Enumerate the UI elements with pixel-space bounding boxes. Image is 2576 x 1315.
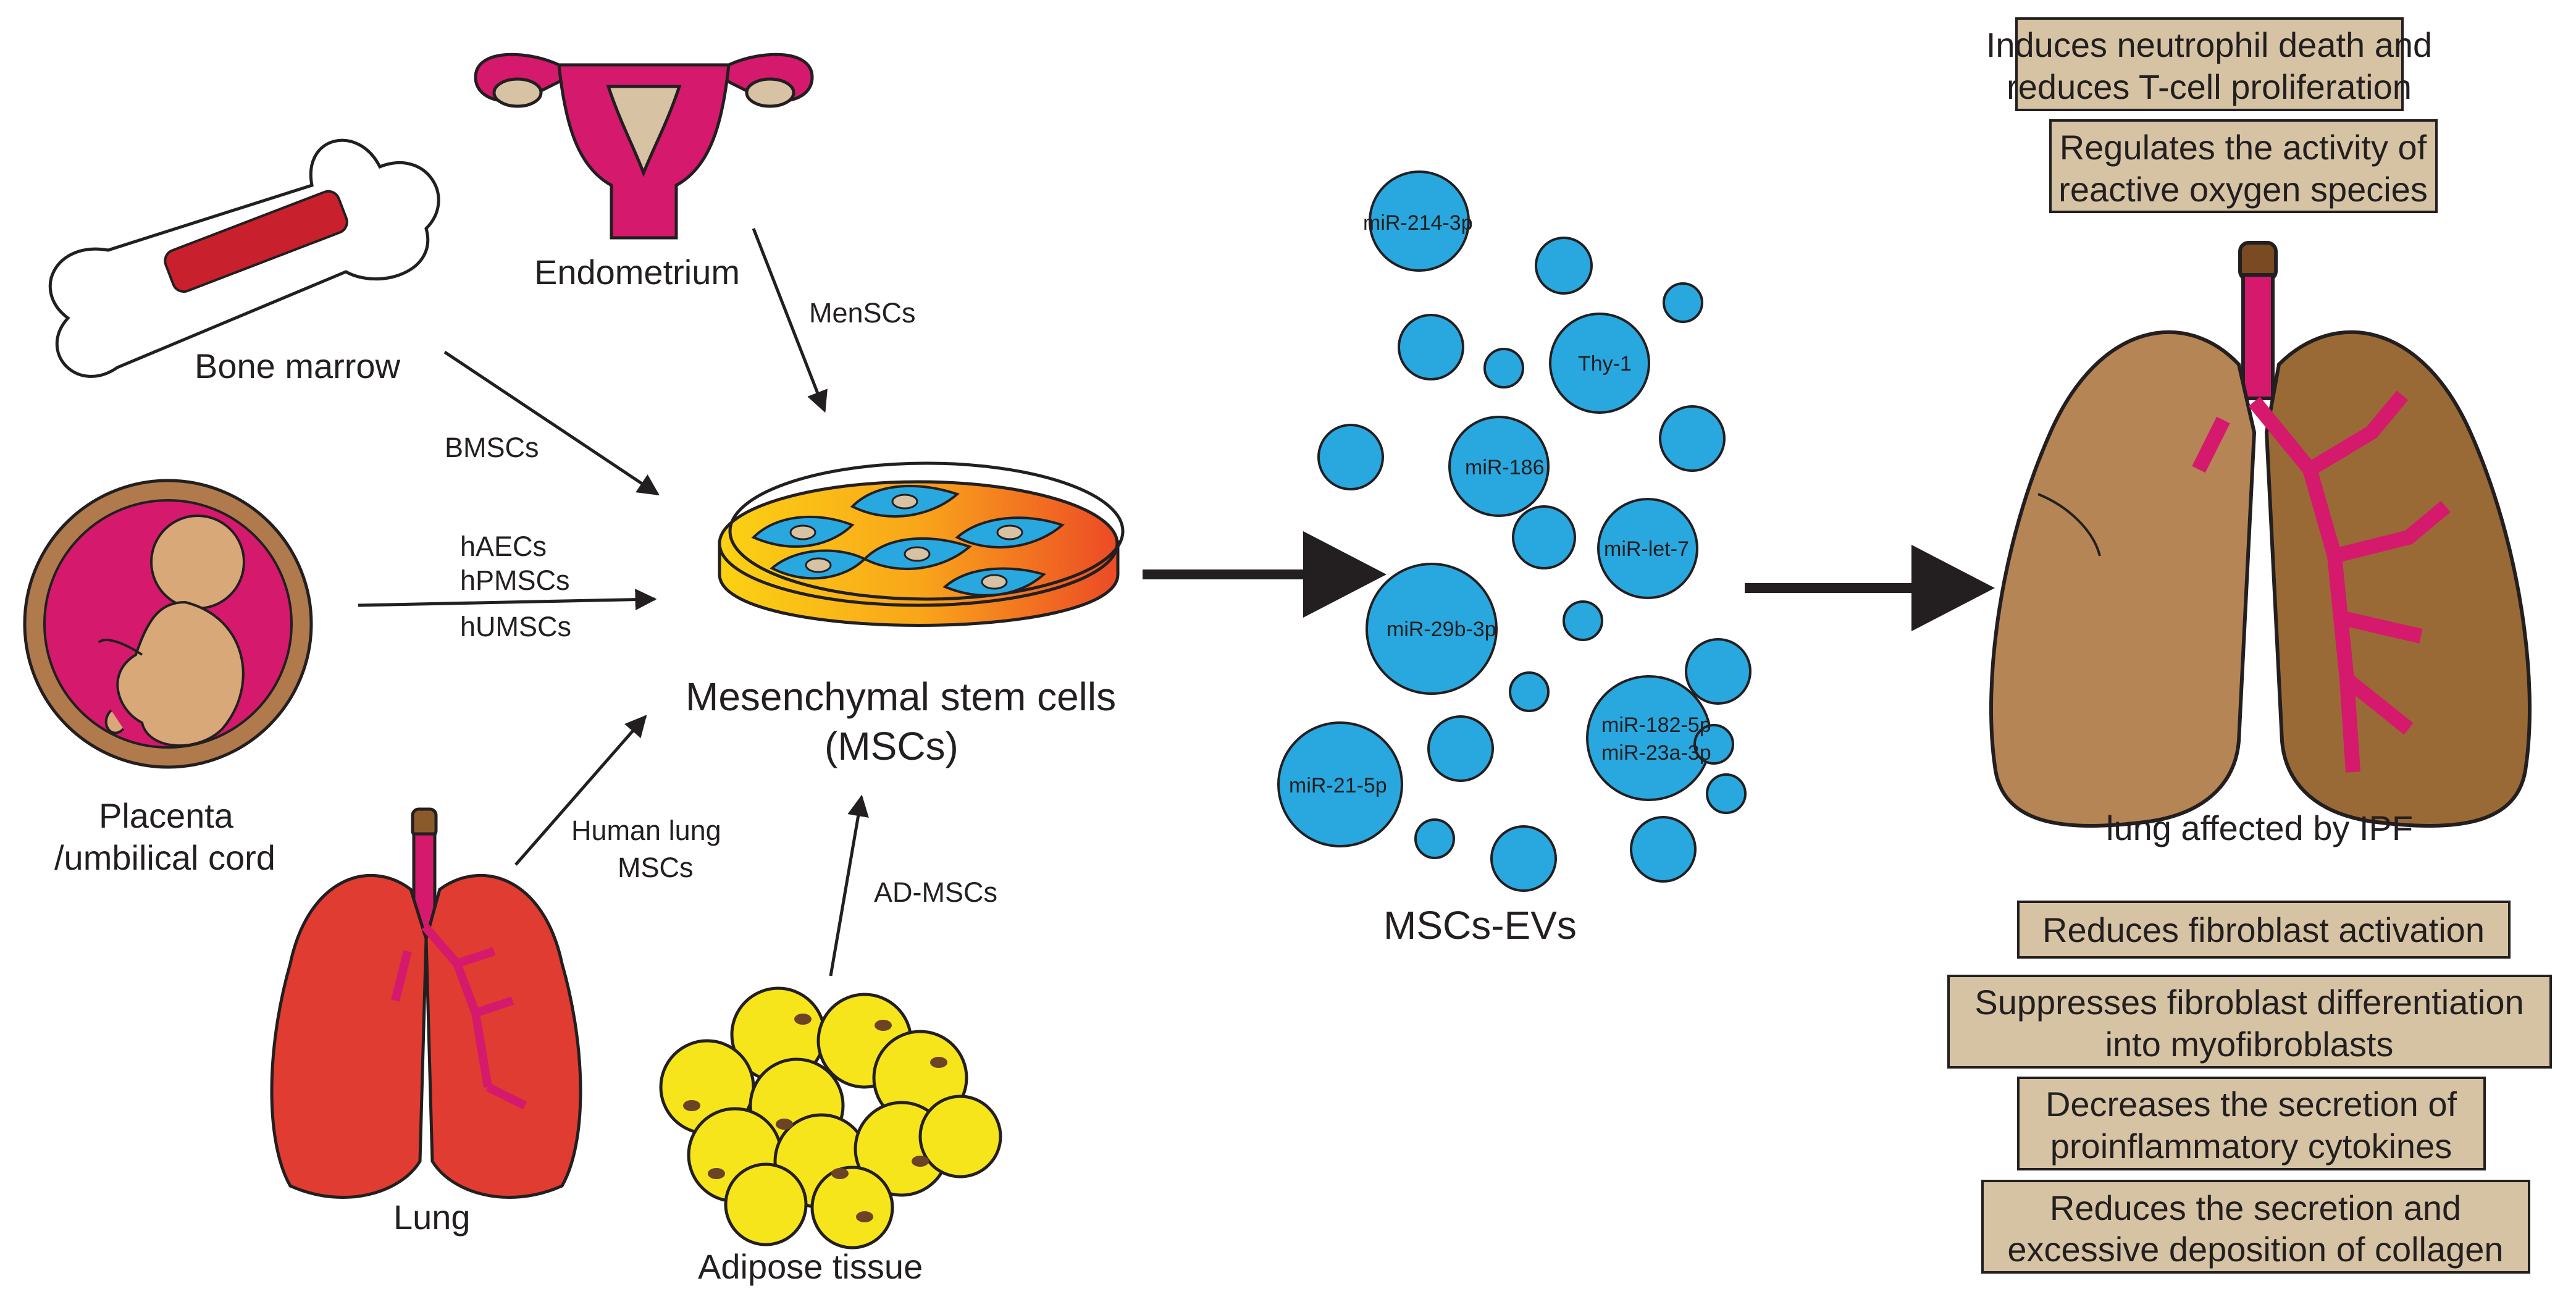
ev-mir-186 [1448, 416, 1550, 517]
effect-box-myofibroblast: Suppresses fibroblast differentiation in… [1947, 975, 2552, 1069]
msc-label-line1: Mesenchymal stem cells [686, 674, 1116, 719]
effect-2-line1: Regulates the activity of [2060, 128, 2427, 167]
effect-3: Reduces fibroblast activation [2042, 910, 2485, 949]
effect-4-line1: Suppresses fibroblast differentiation [1974, 983, 2524, 1022]
msc-label-line2: (MSCs) [824, 724, 959, 768]
arrow-to-evs [1143, 531, 1387, 618]
effect-1-line1: Induces neutrophil death and [1986, 25, 2432, 64]
effect-box-neutrophil: Induces neutrophil death and reduces T-c… [1986, 17, 2432, 111]
thy1-label: Thy-1 [1578, 352, 1632, 376]
effect-box-cytokines: Decreases the secretion of proinflammato… [2017, 1077, 2486, 1170]
effect-5-line2: proinflammatory cytokines [2050, 1127, 2452, 1166]
ev-mir-29b [1366, 563, 1498, 695]
mir-21-label: miR-21-5p [1289, 774, 1387, 797]
placenta-arrow [358, 589, 657, 611]
bmscs-label: BMSCs [445, 432, 539, 463]
effect-box-collagen: Reduces the secretion and excessive depo… [1981, 1180, 2530, 1274]
adipose-nuclei [683, 1014, 947, 1222]
effect-box-ros: Regulates the activity of reactive oxyge… [2049, 119, 2438, 213]
effect-2-line2: reactive oxygen species [2058, 170, 2428, 209]
lung-icon [270, 807, 582, 1199]
ev-thy1 [1549, 313, 1650, 414]
bone-icon [48, 138, 440, 378]
cell-nuclei [789, 494, 1023, 590]
placenta-icon [23, 479, 313, 769]
menscs-label: MenSCs [809, 297, 916, 329]
adipose-label: Adipose tissue [698, 1247, 923, 1286]
ipf-lung-icon [1989, 241, 2532, 828]
effect-4-line2: into myofibroblasts [2105, 1025, 2394, 1064]
mir-let7-label: miR-let-7 [1604, 537, 1689, 561]
human-lung-label-line1: Human lung [571, 815, 721, 846]
humscs-label: hUMSCs [460, 611, 571, 642]
hpmscs-label: hPMSCs [460, 565, 570, 596]
arrow-to-ipf [1745, 545, 1995, 631]
effect-box-fibroblast-activation: Reduces fibroblast activation [2017, 901, 2511, 959]
ipf-label: lung affected by IPF [2106, 809, 2413, 847]
ev-mir-21 [1277, 721, 1403, 847]
placenta-label-line1: Placenta [99, 796, 234, 835]
mir-29b-label: miR-29b-3p [1387, 618, 1496, 641]
adipose-arrow [829, 794, 869, 977]
adipose-icon [659, 986, 1002, 1250]
effect-6-line1: Reduces the secretion and [2050, 1188, 2461, 1227]
ev-cluster [1277, 170, 1752, 892]
effect-6-line2: excessive deposition of collagen [2007, 1230, 2503, 1269]
menscs-arrow [752, 228, 828, 413]
evs-title: MSCs-EVs [1383, 903, 1577, 947]
source-arrows [358, 228, 869, 977]
effect-1-line2: reduces T-cell proliferation [2007, 67, 2412, 106]
endometrium-label: Endometrium [534, 253, 740, 292]
lung-arrow [514, 715, 647, 866]
lung-label: Lung [393, 1198, 471, 1237]
haecs-label: hAECs [460, 531, 547, 562]
ad-mscs-label: AD-MSCs [874, 876, 997, 908]
mir-182-label-line1: miR-182-5p [1601, 713, 1711, 737]
mir-182-label-line2: miR-23a-3p [1601, 741, 1711, 765]
effect-5-line1: Decreases the secretion of [2045, 1085, 2457, 1124]
placenta-label-line2: /umbilical cord [54, 838, 275, 877]
bone-marrow-label: Bone marrow [195, 347, 401, 385]
bmscs-arrow [443, 350, 660, 496]
ev-mir-214 [1369, 170, 1470, 272]
mir-186-label: miR-186 [1465, 456, 1544, 479]
ev-mir-let7 [1597, 498, 1698, 599]
mir-214-label: miR-214-3p [1363, 211, 1473, 235]
ev-mir-182 [1586, 675, 1712, 801]
human-lung-label-line2: MSCs [618, 852, 694, 883]
uterus-icon [474, 53, 814, 240]
